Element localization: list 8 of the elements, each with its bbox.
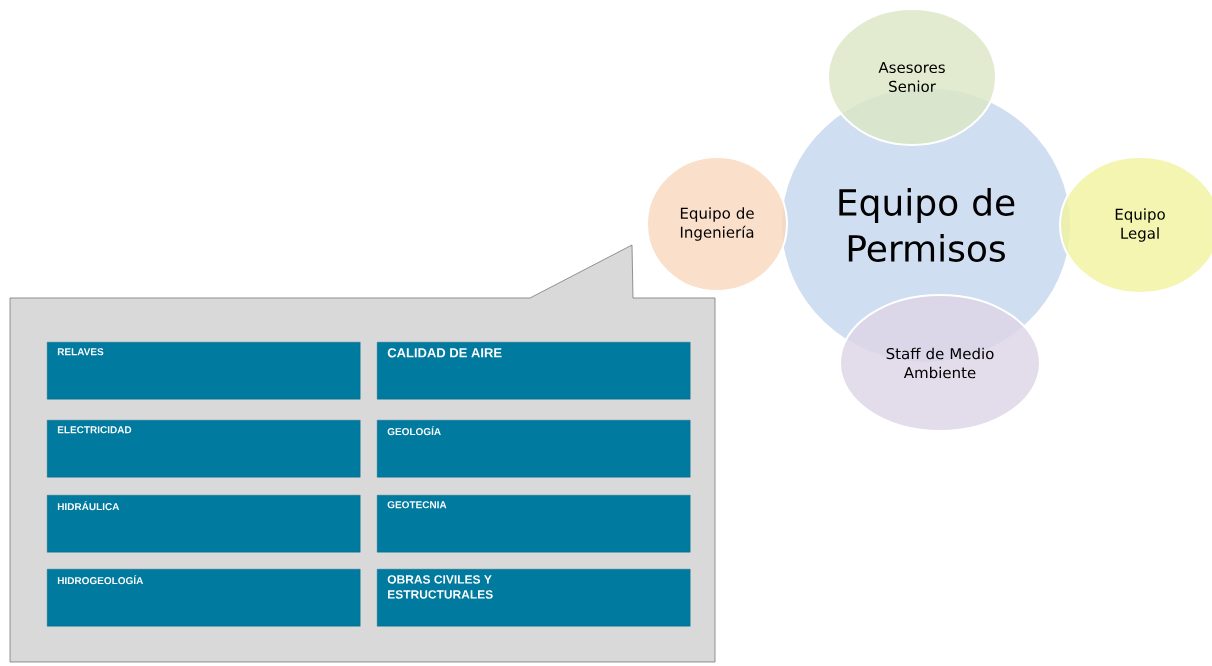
topic-box: CALIDAD DE AIRE bbox=[377, 342, 691, 400]
topic-box: ELECTRICIDAD bbox=[47, 420, 361, 478]
topic-box: GEOTECNIA bbox=[377, 495, 691, 553]
topic-box: RELAVES bbox=[47, 342, 361, 400]
topic-box: HIDROGEOLOGÍA bbox=[47, 569, 361, 627]
topic-box: OBRAS CIVILES Y ESTRUCTURALES bbox=[377, 569, 691, 627]
topic-box: HIDRÁULICA bbox=[47, 495, 361, 553]
topic-box: GEOLOGÍA bbox=[377, 420, 691, 478]
